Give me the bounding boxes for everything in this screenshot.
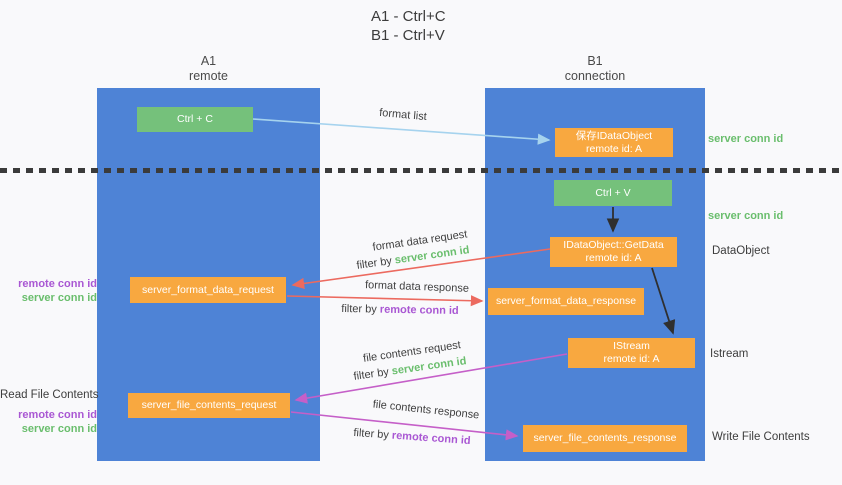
filter-by-text: filter by [353,426,390,442]
file-response-label: server_file_contents_response [533,432,677,444]
node-server-file-contents-request: server_file_contents_request [128,393,290,418]
node-ctrl-c: Ctrl + C [137,107,253,132]
remote-conn-id-text: remote conn id [391,429,471,448]
edge-label-filter-remote-1: filter by remote conn id [341,303,459,317]
server-conn-id-label-mid: server conn id [708,210,784,222]
diagram-title: A1 - Ctrl+C B1 - Ctrl+V [371,7,446,45]
getdata-line2: remote id: A [585,252,642,264]
node-server-format-data-response: server_format_data_response [488,288,644,315]
edge-label-filter-remote-2: filter by remote conn id [353,427,471,447]
server-conn-id-label-1: server conn id [21,292,97,304]
edge-label-format-data-response: format data response [364,279,470,295]
format-request-conn-ids: remote conn id server conn id [0,277,97,305]
lane-header-a1: A1 remote [97,54,320,84]
file-request-conn-ids: remote conn id server conn id [0,408,97,436]
title-line-a1: A1 - Ctrl+C [371,8,446,25]
node-istream: IStream remote id: A [568,338,695,368]
filter-by-text: filter by [341,302,377,316]
node-idataobject-getdata: IDataObject::GetData remote id: A [550,237,677,267]
edge-label-file-contents-response: file contents response [372,398,480,422]
istream-line2: remote id: A [603,353,660,365]
save-idataobject-line2: remote id: A [585,142,643,155]
node-save-idataobject: 保存IDataObject remote id: A [555,128,673,157]
lane-a1-subtitle: remote [189,69,228,83]
server-conn-id-label-2: server conn id [21,423,97,435]
format-request-label: server_format_data_request [142,283,274,296]
lane-b1-subtitle: connection [564,69,626,83]
read-file-contents-label: Read File Contents [0,389,99,401]
remote-conn-id-text: remote conn id [379,303,459,318]
ctrl-c-label: Ctrl + C [177,113,213,125]
save-idataobject-line1: 保存IDataObject [575,129,653,142]
edge-label-format-list: format list [378,106,428,124]
session-divider-line [0,168,842,173]
write-file-contents-label: Write File Contents [712,431,810,443]
filter-by-text: filter by [352,366,390,383]
getdata-line1: IDataObject::GetData [563,239,664,251]
istream-line1: IStream [613,340,650,352]
filter-by-text: filter by [355,255,393,272]
lane-b1-title: B1 [587,54,603,68]
node-server-format-data-request: server_format_data_request [130,277,286,303]
server-conn-id-label-top: server conn id [708,133,784,145]
file-request-label: server_file_contents_request [141,399,277,411]
ctrl-v-label: Ctrl + V [595,186,631,199]
remote-conn-id-label-2: remote conn id [18,409,97,421]
istream-side-label: Istream [710,348,749,360]
lane-a1-title: A1 [200,54,217,68]
remote-conn-id-label-1: remote conn id [18,278,97,290]
format-response-label: server_format_data_response [495,295,637,307]
title-line-b1: B1 - Ctrl+V [371,27,445,44]
lane-header-b1: B1 connection [485,54,705,84]
dataobject-label: DataObject [712,245,770,257]
node-server-file-contents-response: server_file_contents_response [523,425,687,452]
node-ctrl-v: Ctrl + V [554,180,672,206]
